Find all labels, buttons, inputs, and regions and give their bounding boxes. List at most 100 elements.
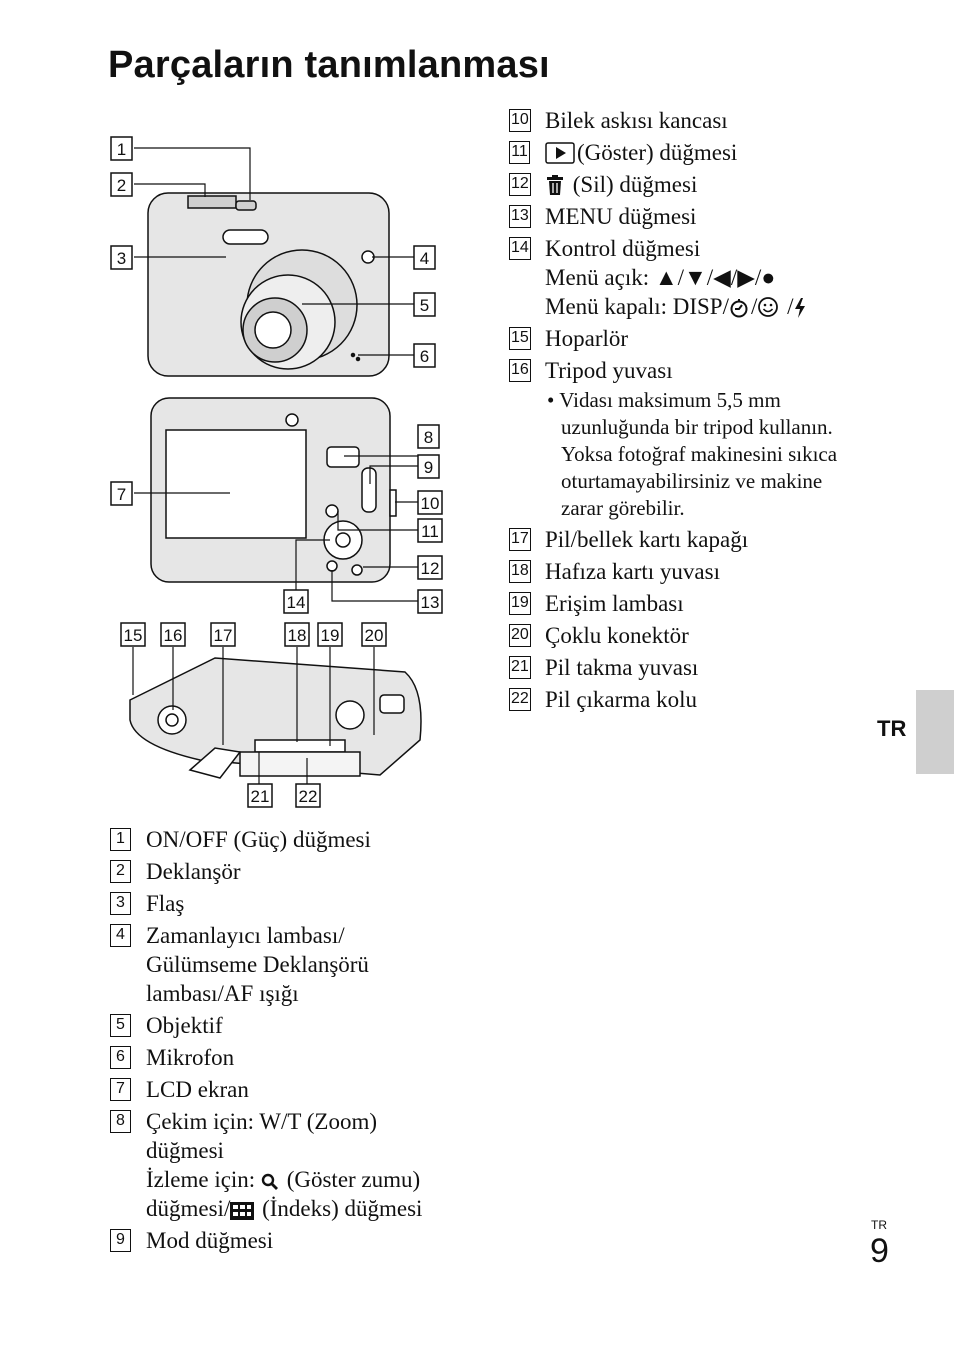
diagram-label-16: 16 (164, 626, 183, 645)
item-number: 9 (110, 1229, 131, 1252)
item-number: 8 (110, 1110, 131, 1133)
item-label: ON/OFF (Güç) düğmesi (146, 827, 371, 852)
item-label: Tripod yuvası (545, 358, 673, 383)
diagram-label-8: 8 (424, 428, 433, 447)
page-language: TR (871, 1218, 887, 1232)
item-label: Bilek askısı kancası (545, 108, 728, 133)
list-item-5: 5 Objektif (110, 1011, 480, 1040)
flash-icon (794, 298, 805, 318)
item-label: Erişim lambası (545, 591, 684, 616)
diagram-label-box-7 (110, 481, 133, 506)
diagram-label-18: 18 (288, 626, 307, 645)
diagram-label-22: 22 (299, 787, 318, 806)
item-label: Hoparlör (545, 326, 629, 351)
diagram-label-box-9 (417, 454, 440, 479)
index-text-b: (İndeks) düğmesi (262, 1196, 423, 1221)
diagram-label-19: 19 (321, 626, 340, 645)
item-number: 16 (509, 359, 531, 382)
item-number: 6 (110, 1046, 131, 1069)
diagram-label-box-10 (417, 490, 443, 515)
self-timer-icon (730, 299, 748, 318)
diagram-label-21: 21 (251, 787, 270, 806)
item-label: Kontrol düğmesi (545, 236, 701, 261)
zoom-text-a: İzleme için: (146, 1167, 256, 1192)
smile-icon (758, 297, 779, 317)
diagram-label-box-5 (413, 292, 436, 317)
diagram-label-box-1 (110, 136, 133, 161)
diagram-label-box-17 (210, 622, 236, 647)
item-number: 14 (509, 237, 531, 260)
diagram-label-15: 15 (124, 626, 143, 645)
item-label: Pil/bellek kartı kapağı (545, 527, 749, 552)
item-label: Mikrofon (146, 1045, 235, 1070)
diagram-label-box-22 (295, 783, 321, 808)
item-label: Flaş (146, 891, 185, 916)
diagram-label-box-6 (413, 343, 436, 368)
diagram-label-17: 17 (214, 626, 233, 645)
item-number: 10 (509, 109, 531, 132)
item-label: Çekim için: W/T (Zoom) (146, 1109, 378, 1134)
index-text-a: düğmesi/ (146, 1196, 231, 1221)
trash-icon (547, 175, 563, 195)
item-label: MENU düğmesi (545, 204, 697, 229)
item-label: Objektif (146, 1013, 223, 1038)
index-grid-icon (230, 1202, 255, 1220)
item-label: Menü açık: ▲/▼/◀/▶/● (545, 265, 776, 290)
language-label: TR (877, 716, 907, 741)
item-number: 15 (509, 327, 531, 350)
diagram-label-2: 2 (117, 176, 126, 195)
item-number: 12 (509, 173, 531, 196)
page-title: Parçaların tanımlanması (108, 44, 550, 86)
diagram-label-9: 9 (424, 458, 433, 477)
diagram-label-box-20 (361, 622, 387, 647)
item-number: 17 (509, 528, 531, 551)
item-number: 18 (509, 560, 531, 583)
diagram-label-12: 12 (421, 559, 440, 578)
item-number: 13 (509, 205, 531, 228)
diagram-label-4: 4 (420, 249, 429, 268)
diagram-label-box-19 (317, 622, 343, 647)
diagram-label-10: 10 (421, 494, 440, 513)
list-item-13: 13 MENU düğmesi (509, 202, 869, 231)
tripod-note: Vidası maksimum 5,5 mm uzunluğunda bir t… (559, 388, 838, 520)
right-parts-list: 10 Bilek askısı kancası 11 (Göster) düğmes… (509, 106, 869, 717)
list-item-12: 12 (Sil) düğmesi (509, 170, 869, 199)
item-label: Hafıza kartı yuvası (545, 559, 720, 584)
diagram-label-box-11 (417, 518, 443, 543)
diagram-label-20: 20 (365, 626, 384, 645)
diagram-label-11: 11 (421, 522, 439, 541)
diagram-label-box-16 (160, 622, 186, 647)
menu-off-label: Menü kapalı: DISP/ (545, 294, 729, 319)
language-tab (916, 690, 954, 774)
list-item-10: 10 Bilek askısı kancası (509, 106, 869, 135)
item-number: 19 (509, 592, 531, 615)
diagram-label-box-3 (110, 245, 133, 270)
diagram-label-box-14 (283, 589, 309, 614)
item-number: 3 (110, 892, 131, 915)
item-label: Zamanlayıcı lambası/ (146, 923, 345, 948)
item-number: 22 (509, 688, 531, 711)
item-number: 2 (110, 860, 131, 883)
diagram-label-box-21 (247, 783, 273, 808)
diagram-label-box-4 (413, 245, 436, 270)
diagram-label-1: 1 (117, 140, 126, 159)
item-number: 5 (110, 1014, 131, 1037)
list-item-6: 6 Mikrofon (110, 1043, 480, 1072)
list-item-3: 3 Flaş (110, 889, 480, 918)
item-label: Gülümseme Deklanşörü (146, 952, 369, 977)
item-label: (Göster) düğmesi (577, 140, 738, 165)
camera-back-view (150, 397, 397, 583)
item-number: 11 (509, 141, 530, 164)
